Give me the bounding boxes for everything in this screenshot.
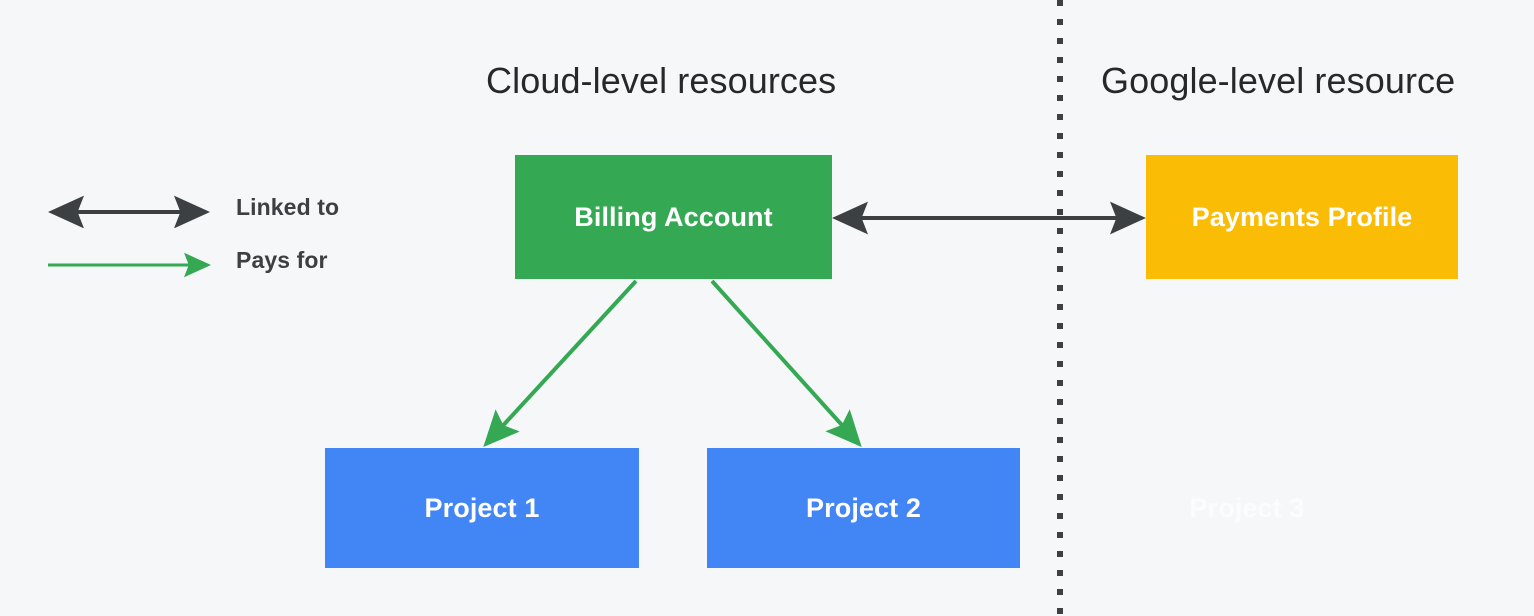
legend-item-linked-to: Linked to	[40, 188, 420, 241]
node-project-2[interactable]: Project 2	[707, 448, 1020, 568]
edge-billing-to-project-2	[710, 279, 862, 447]
node-payments-profile[interactable]: Payments Profile	[1146, 155, 1458, 279]
legend-label-linked-to: Linked to	[236, 194, 340, 220]
legend-label-pays-for: Pays for	[236, 247, 328, 273]
edge-billing-to-project-1	[483, 279, 638, 447]
node-billing-account[interactable]: Billing Account	[515, 155, 832, 279]
section-title-cloud-level: Cloud-level resources	[486, 60, 837, 101]
vertical-dotted-divider	[1057, 0, 1063, 616]
node-project-3[interactable]: Project 3	[1189, 492, 1305, 523]
legend-item-pays-for: Pays for	[40, 241, 420, 294]
node-project-1[interactable]: Project 1	[325, 448, 639, 568]
double-headed-arrow-icon	[48, 195, 210, 228]
legend: Linked to Pays for	[40, 188, 420, 294]
section-title-google-level: Google-level resource	[1101, 60, 1456, 101]
single-headed-arrow-icon	[48, 252, 211, 278]
